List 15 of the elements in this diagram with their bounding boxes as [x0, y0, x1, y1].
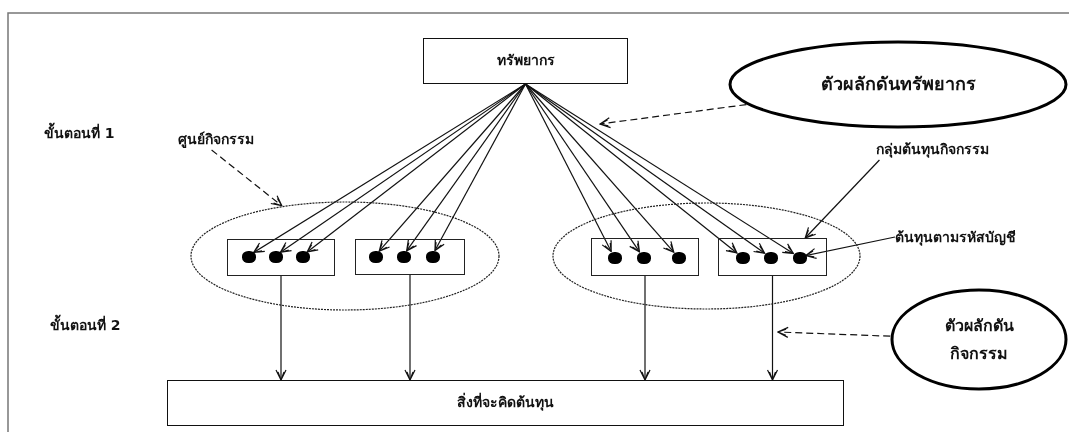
cost-pool-box [227, 239, 335, 276]
callout-label: กลุ่มต้นทุนกิจกรรม [876, 138, 1048, 160]
cost-object-box [167, 380, 844, 426]
cost-pool-box [591, 238, 699, 276]
box-text: ทรัพยากร [496, 51, 555, 71]
box-text: สิ่งที่จะคิดต้นทุน [457, 391, 554, 413]
cost-pool-box [355, 239, 465, 275]
resource-box [423, 38, 628, 84]
box-text: ตัวผลักดันกิจกรรม [943, 315, 1015, 365]
cost-pool-box [718, 238, 827, 276]
callout-label: ต้นทุนตามรหัสบัญชี [895, 226, 1060, 248]
step-label: ขั้นตอนที่ 1 [44, 124, 115, 143]
step-label: ขั้นตอนที่ 2 [50, 316, 121, 335]
box-text: ตัวผลักดันทรัพยากร [820, 72, 976, 97]
callout-label: ศูนย์กิจกรรม [178, 128, 290, 150]
